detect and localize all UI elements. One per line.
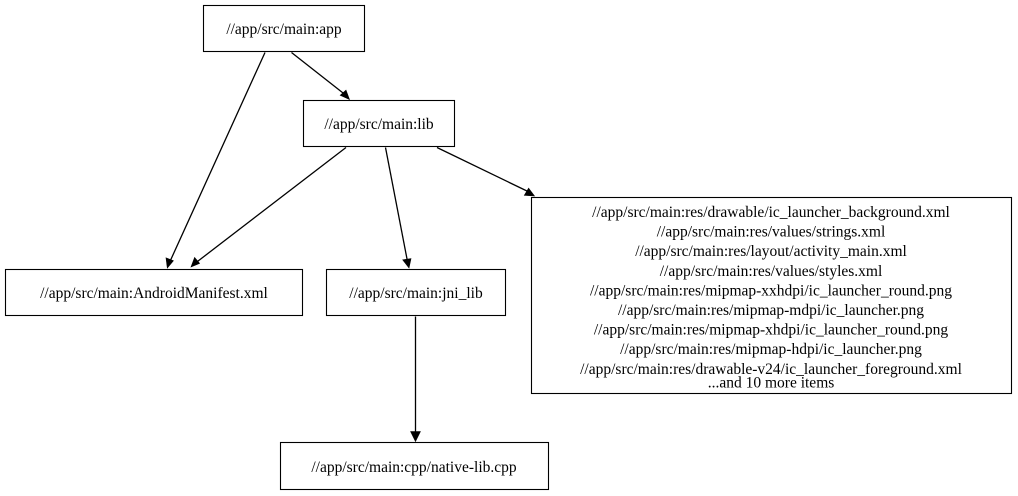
edge-line [384,147,409,262]
edge-app-to-lib[interactable] [291,51,351,101]
node-layer: //app/src/main:app //app/src/main:lib //… [4,4,1013,491]
arrowhead-icon [165,257,174,269]
node-label-line-10: ...and 10 more items [708,375,835,392]
edge-line [436,146,530,193]
node-label: //app/src/main:cpp/native-lib.cpp [311,459,517,476]
arrowhead-icon [410,431,421,443]
node-app[interactable]: //app/src/main:app [202,4,366,53]
node-manifest[interactable]: //app/src/main:AndroidManifest.xml [4,268,304,317]
node-label: //app/src/main:jni_lib [349,285,483,302]
edge-app-to-manifest[interactable] [165,52,266,269]
node-label-line-2: //app/src/main:res/values/strings.xml [657,224,886,241]
node-lib[interactable]: //app/src/main:lib [302,99,456,148]
node-label: //app/src/main:lib [324,116,434,133]
node-label-line-6: //app/src/main:res/mipmap-mdpi/ic_launch… [618,302,924,319]
node-label-line-1: //app/src/main:res/drawable/ic_launcher_… [592,204,950,221]
node-box [279,441,550,491]
node-label-line-4: //app/src/main:res/values/styles.xml [660,263,883,280]
node-box [202,4,366,53]
edge-lib-to-jni-lib[interactable] [384,147,412,269]
node-box [302,99,456,148]
node-label: //app/src/main:AndroidManifest.xml [40,285,268,302]
node-native-lib[interactable]: //app/src/main:cpp/native-lib.cpp [279,441,550,491]
arrowhead-icon [402,258,412,269]
edge-lib-to-manifest[interactable] [190,146,347,268]
edge-line [195,146,347,264]
edge-lib-to-resources[interactable] [436,146,536,197]
node-label: //app/src/main:app [226,21,342,38]
node-label-line-5: //app/src/main:res/mipmap-xxhdpi/ic_laun… [590,282,952,299]
node-label-line-8: //app/src/main:res/mipmap-hdpi/ic_launch… [620,341,922,358]
edge-line [168,52,266,263]
node-jni-lib[interactable]: //app/src/main:jni_lib [325,268,507,317]
edge-line [291,51,348,98]
node-resources[interactable]: //app/src/main:res/drawable/ic_launcher_… [530,196,1013,395]
node-box [325,268,507,317]
arrowhead-icon [523,187,536,197]
node-label-line-3: //app/src/main:res/layout/activity_main.… [635,243,907,260]
edge-layer [165,51,536,443]
node-box [4,268,304,317]
edge-jni-lib-to-native-lib[interactable] [410,316,421,443]
node-label-line-7: //app/src/main:res/mipmap-xhdpi/ic_launc… [594,322,949,339]
node-label-line-9: //app/src/main:res/drawable-v24/ic_launc… [580,361,962,378]
arrowhead-icon [339,89,351,101]
node-box [530,196,1013,395]
arrowhead-icon [190,256,201,268]
